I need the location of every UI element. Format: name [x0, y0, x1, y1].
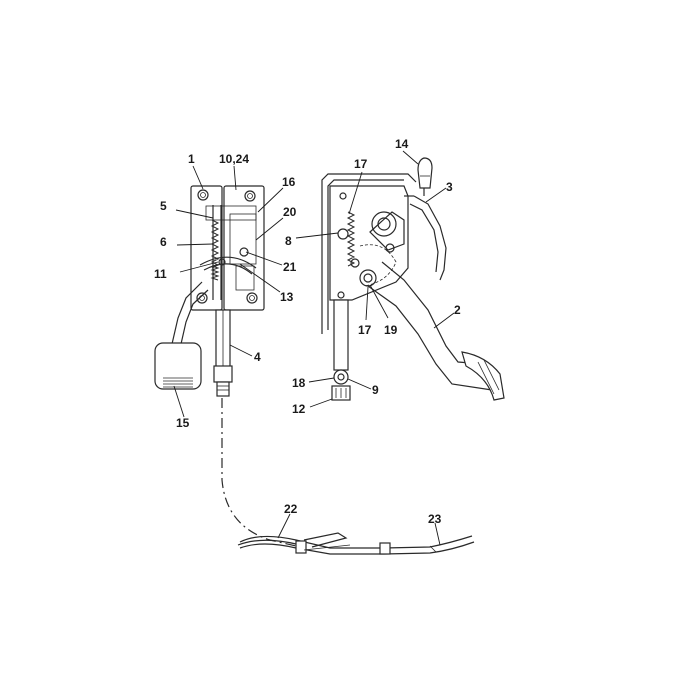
right-push-rod	[331, 299, 351, 401]
callout-22: 22	[284, 502, 298, 516]
lever-knob	[417, 157, 433, 189]
callout-1: 1	[188, 152, 195, 166]
callout-8: 8	[285, 234, 292, 248]
callout-23: 23	[428, 512, 442, 526]
cable-bracket	[237, 532, 475, 555]
callout-16: 16	[282, 175, 296, 189]
callout-2: 2	[454, 303, 461, 317]
callout-labels: 1 10,24 16 5 20 6 11 21 13 4 15 14 3 17 …	[154, 137, 461, 526]
callout-4: 4	[254, 350, 261, 364]
callout-15: 15	[176, 416, 190, 430]
pedal-pad	[154, 342, 202, 390]
callout-11: 11	[154, 267, 167, 281]
callout-20: 20	[283, 205, 297, 219]
left-pedal-bracket	[190, 185, 265, 311]
main-pedal-pad	[461, 351, 505, 401]
callout-3: 3	[446, 180, 453, 194]
cable-path	[221, 398, 297, 547]
leader-lines	[173, 150, 455, 546]
callout-5: 5	[160, 199, 167, 213]
callout-6: 6	[160, 235, 167, 249]
callout-17-bottom: 17	[358, 323, 372, 337]
callout-21: 21	[283, 260, 297, 274]
callout-10-24: 10,24	[219, 152, 249, 166]
callout-17-top: 17	[354, 157, 368, 171]
push-rod	[213, 309, 233, 397]
callout-13: 13	[280, 290, 294, 304]
left-pedal-arm	[154, 281, 209, 390]
hand-lever	[404, 157, 447, 281]
callout-19: 19	[384, 323, 398, 337]
callout-18: 18	[292, 376, 306, 390]
callout-14: 14	[395, 137, 409, 151]
main-pedal-arm	[367, 261, 505, 401]
callout-9: 9	[372, 383, 379, 397]
callout-12: 12	[292, 402, 306, 416]
